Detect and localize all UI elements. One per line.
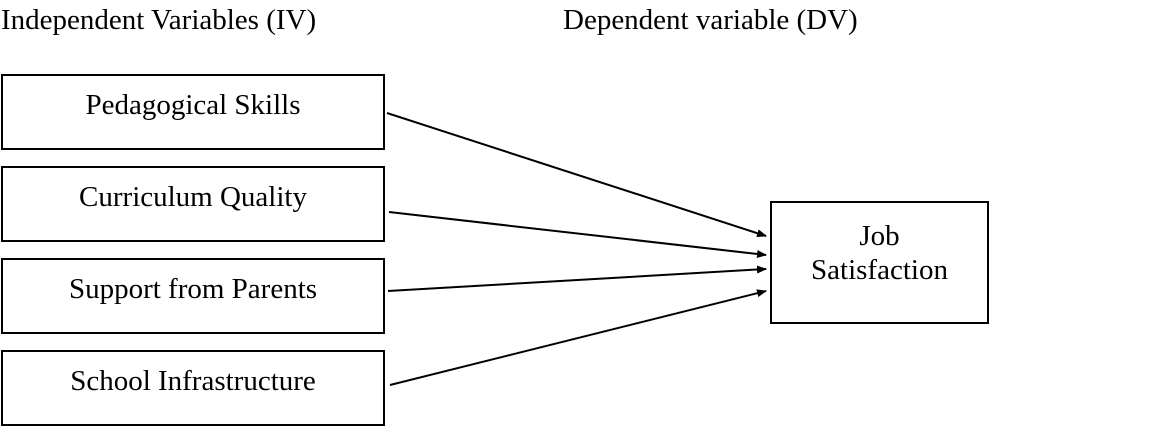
dv-box-job-satisfaction: Job Satisfaction [770, 201, 989, 324]
arrow-school-infrastructure-to-job-satisfaction [389, 289, 767, 386]
independent-variables-heading: Independent Variables (IV) [1, 4, 317, 36]
arrow-pedagogical-skills-to-job-satisfaction [386, 112, 767, 238]
iv-box-curriculum-quality: Curriculum Quality [1, 166, 385, 242]
dv-label-line1: Job [859, 220, 900, 252]
iv-box-support-from-parents: Support from Parents [1, 258, 385, 334]
dv-label-line2: Satisfaction [811, 254, 948, 286]
arrow-support-from-parents-to-job-satisfaction [387, 265, 767, 292]
arrow-curriculum-quality-to-job-satisfaction [388, 211, 767, 258]
dependent-variable-heading: Dependent variable (DV) [563, 4, 858, 36]
iv-box-school-infrastructure: School Infrastructure [1, 350, 385, 426]
iv-box-pedagogical-skills: Pedagogical Skills [1, 74, 385, 150]
